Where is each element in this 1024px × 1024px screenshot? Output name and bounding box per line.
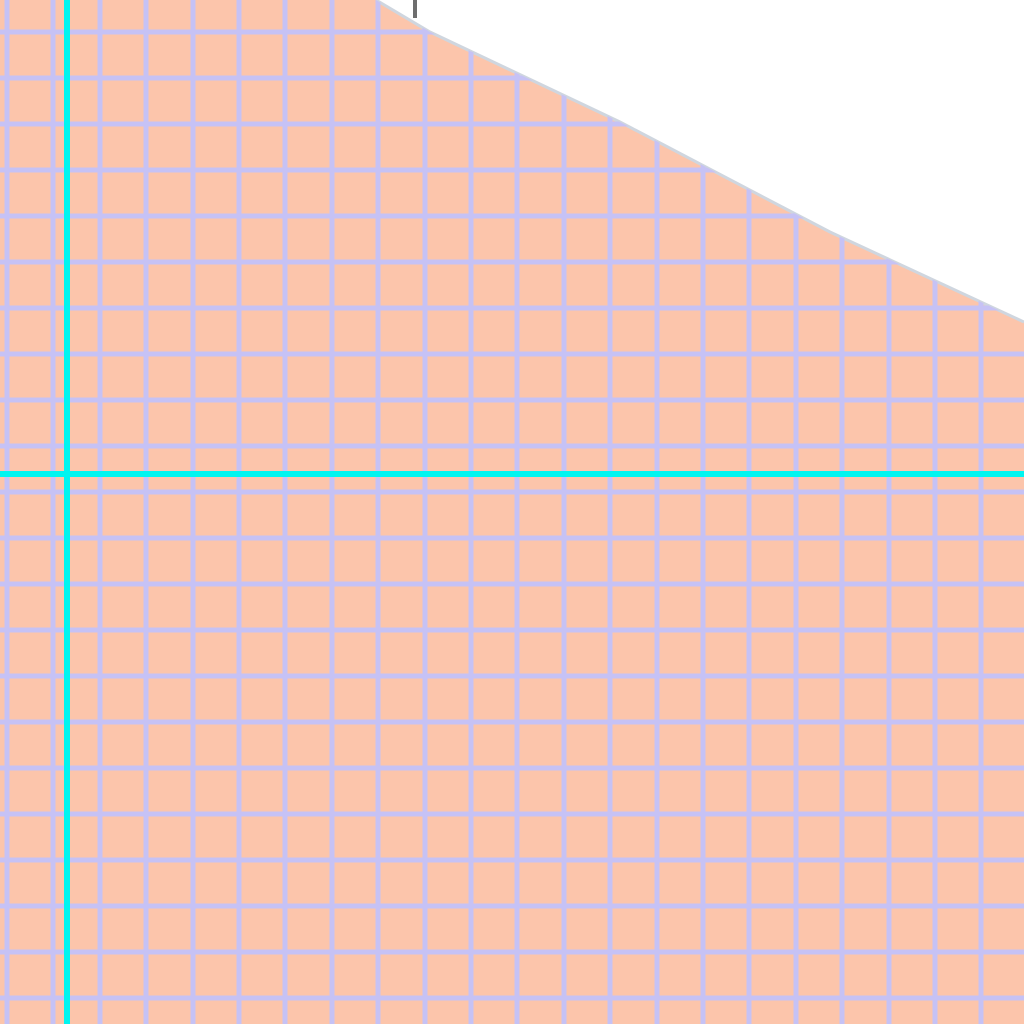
selection-handle[interactable] — [413, 0, 417, 18]
